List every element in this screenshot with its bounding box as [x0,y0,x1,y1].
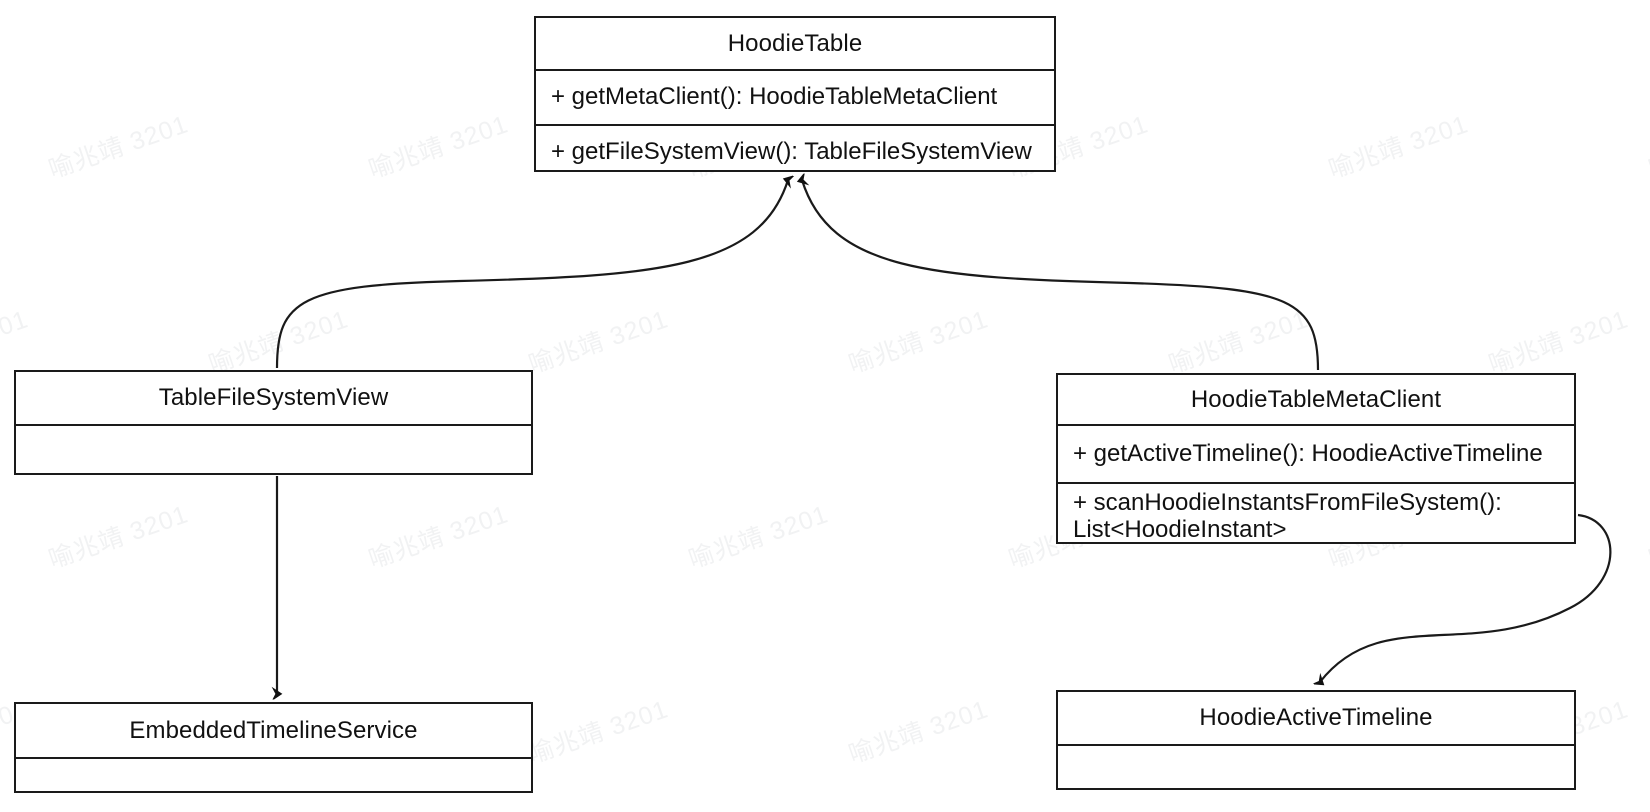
watermark-text: 喻兆靖 3201 [45,110,192,185]
compartment-divider [1058,744,1574,746]
compartment-divider [1058,482,1574,484]
class-box-table-file-system-view[interactable]: TableFileSystemView [14,370,533,475]
watermark-text: 喻兆靖 3201 [525,305,672,380]
compartment-divider [536,69,1054,71]
watermark-text: 喻兆靖 3201 [365,110,512,185]
compartment-divider [16,424,531,426]
class-member-hoodie-table-0: + getMetaClient(): HoodieTableMetaClient [551,83,998,111]
watermark-text: 喻兆靖 3201 [205,305,352,380]
class-name-hoodie-table: HoodieTable [727,29,863,57]
class-box-embedded-timeline-service[interactable]: EmbeddedTimelineService [14,702,533,793]
compartment-divider [536,124,1054,126]
edge-tablefilesystemview-to-hoodietable[interactable] [275,180,788,369]
watermark-text: 喻兆靖 3201 [1485,305,1632,380]
watermark-text: 喻兆靖 3201 [1645,500,1650,575]
class-name-table-file-system-view: TableFileSystemView [158,384,389,411]
watermark-text: 喻兆靖 3201 [45,500,192,575]
class-box-hoodie-table[interactable]: HoodieTable + getMetaClient(): HoodieTabl… [534,16,1056,172]
class-member-hoodie-table-meta-client-1: + scanHoodieInstantsFromFileSystem(): Li… [1073,489,1502,543]
class-box-hoodie-table-meta-client[interactable]: HoodieTableMetaClient + getActiveTimeline… [1056,373,1576,544]
watermark-text: 喻兆靖 3201 [525,695,672,770]
compartment-divider [16,757,531,759]
class-member-hoodie-table-meta-client-0: + getActiveTimeline(): HoodieActiveTimel… [1073,439,1543,467]
watermark-text: 喻兆靖 3201 [365,500,512,575]
watermark-text: 喻兆靖 3201 [685,500,832,575]
edge-metaclient-to-hoodietable[interactable] [802,180,1320,371]
watermark-text: 喻兆靖 3201 [0,305,32,379]
watermark-text: 喻兆靖 3201 [1325,110,1472,185]
watermark-text: 喻兆靖 3201 [845,305,992,380]
watermark-text: 喻兆靖 3201 [1165,305,1312,380]
class-box-hoodie-active-timeline[interactable]: HoodieActiveTimeline [1056,690,1576,790]
class-name-hoodie-table-meta-client: HoodieTableMetaClient [1190,385,1442,413]
class-member-hoodie-table-1: + getFileSystemView(): TableFileSystemVi… [551,137,1032,165]
class-empty-compartment-hoodie-active-timeline [1058,746,1574,794]
class-name-hoodie-active-timeline: HoodieActiveTimeline [1199,704,1433,731]
compartment-divider [1058,424,1574,426]
watermark-text: 喻兆靖 3201 [1645,110,1650,185]
class-empty-compartment-table-file-system-view [16,426,531,479]
watermark-text: 喻兆靖 3201 [845,695,992,770]
class-empty-compartment-embedded-timeline-service [16,759,531,797]
class-name-embedded-timeline-service: EmbeddedTimelineService [129,716,418,744]
